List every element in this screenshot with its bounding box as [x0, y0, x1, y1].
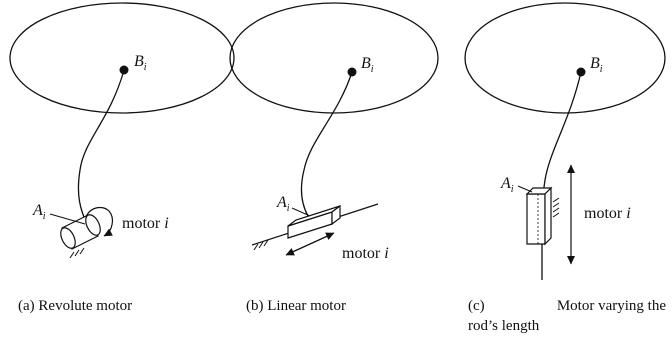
caption-b: (b) Linear motor — [246, 296, 346, 316]
platform-ellipse-c — [464, 2, 666, 114]
point-a-label-a: Ai — [32, 202, 46, 222]
platform-ellipse-b — [229, 2, 439, 114]
rotation-arrow-a — [85, 206, 114, 237]
revolute-motor-a — [60, 206, 114, 259]
point-a-leader-c — [517, 185, 533, 193]
point-b-label-a: Bi — [134, 53, 147, 73]
caption-tag-b: (b) — [246, 298, 264, 314]
point-a-leader-b — [291, 207, 311, 217]
point-b-label-b: Bi — [361, 55, 374, 75]
caption-text-c1: Motor varying the — [556, 298, 666, 314]
flexible-rod-a — [77, 69, 125, 227]
motor-label-b: motor i — [342, 245, 389, 262]
panel-c: Bi Ai motor i — [464, 2, 666, 280]
panel-b: Bi Ai motor i — [229, 2, 439, 262]
point-a-label-c: Ai — [500, 175, 514, 195]
platform-ellipse-a — [9, 2, 235, 114]
flexible-rod-c — [541, 71, 582, 280]
caption-c-line1: (c) Motor varying the — [468, 296, 666, 316]
motor-label-c: motor i — [584, 205, 631, 222]
panel-a: Bi Ai motor i — [9, 2, 235, 259]
flexible-rod-b — [300, 71, 353, 217]
point-a-label-b: Ai — [276, 194, 290, 214]
point-a-leader-a — [49, 213, 86, 225]
caption-a: (a) Revolute motor — [18, 296, 132, 316]
linear-carriage-b — [287, 204, 341, 239]
caption-c: (c) Motor varying the rod’s length — [468, 296, 666, 336]
caption-tag-a: (a) — [18, 298, 35, 314]
caption-tag-c: (c) — [468, 298, 485, 314]
length-actuator-c — [525, 186, 560, 246]
caption-text-c2: rod’s length — [468, 318, 540, 334]
motor-label-a: motor i — [122, 215, 169, 232]
caption-text-b: Linear motor — [267, 298, 346, 314]
caption-text-a: Revolute motor — [38, 298, 133, 314]
point-b-label-c: Bi — [590, 55, 603, 75]
